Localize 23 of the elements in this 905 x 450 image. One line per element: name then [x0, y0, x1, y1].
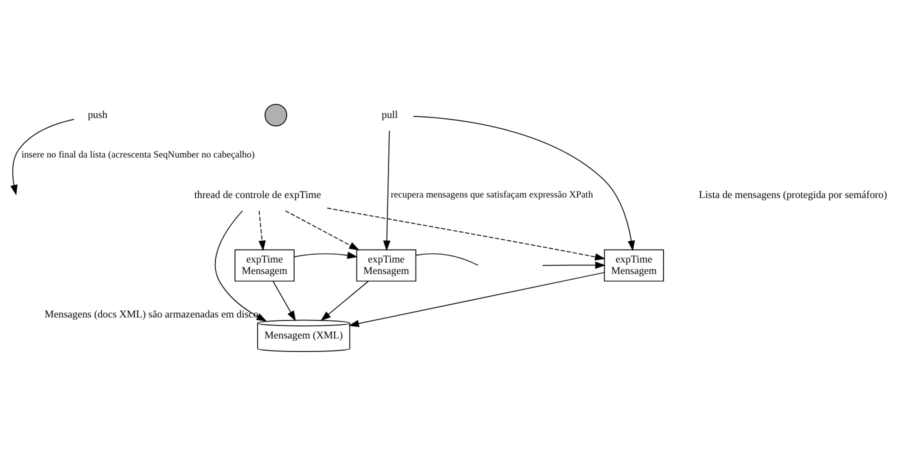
arrow — [383, 130, 390, 250]
arrow — [285, 210, 360, 250]
arrow — [542, 261, 606, 268]
node-text: thread de controle de expTime — [194, 189, 321, 200]
node-box: expTime Mensagem — [604, 248, 664, 282]
arrow — [214, 210, 267, 322]
node-circle — [264, 103, 288, 126]
edge-label: recupera mensagens que satisfaçam expressão XPath — [390, 189, 593, 200]
arrow — [258, 210, 266, 251]
connector — [416, 252, 478, 266]
arrow — [294, 251, 358, 258]
node-box: expTime Mensagem — [356, 248, 416, 282]
node-text: push — [88, 109, 108, 120]
edge-label: insere no final da lista (acrescenta SeqNumber no cabeçalho) — [21, 149, 255, 160]
arrow — [272, 280, 296, 321]
node-box: expTime Mensagem — [234, 248, 295, 282]
arrow — [320, 280, 369, 320]
label: Lista de mensagens (protegida por semáforo) — [698, 189, 888, 200]
arrow — [326, 207, 606, 260]
arrow — [348, 272, 605, 327]
node-text: pull — [382, 109, 398, 120]
arrow — [10, 118, 75, 195]
arrow — [412, 115, 635, 251]
